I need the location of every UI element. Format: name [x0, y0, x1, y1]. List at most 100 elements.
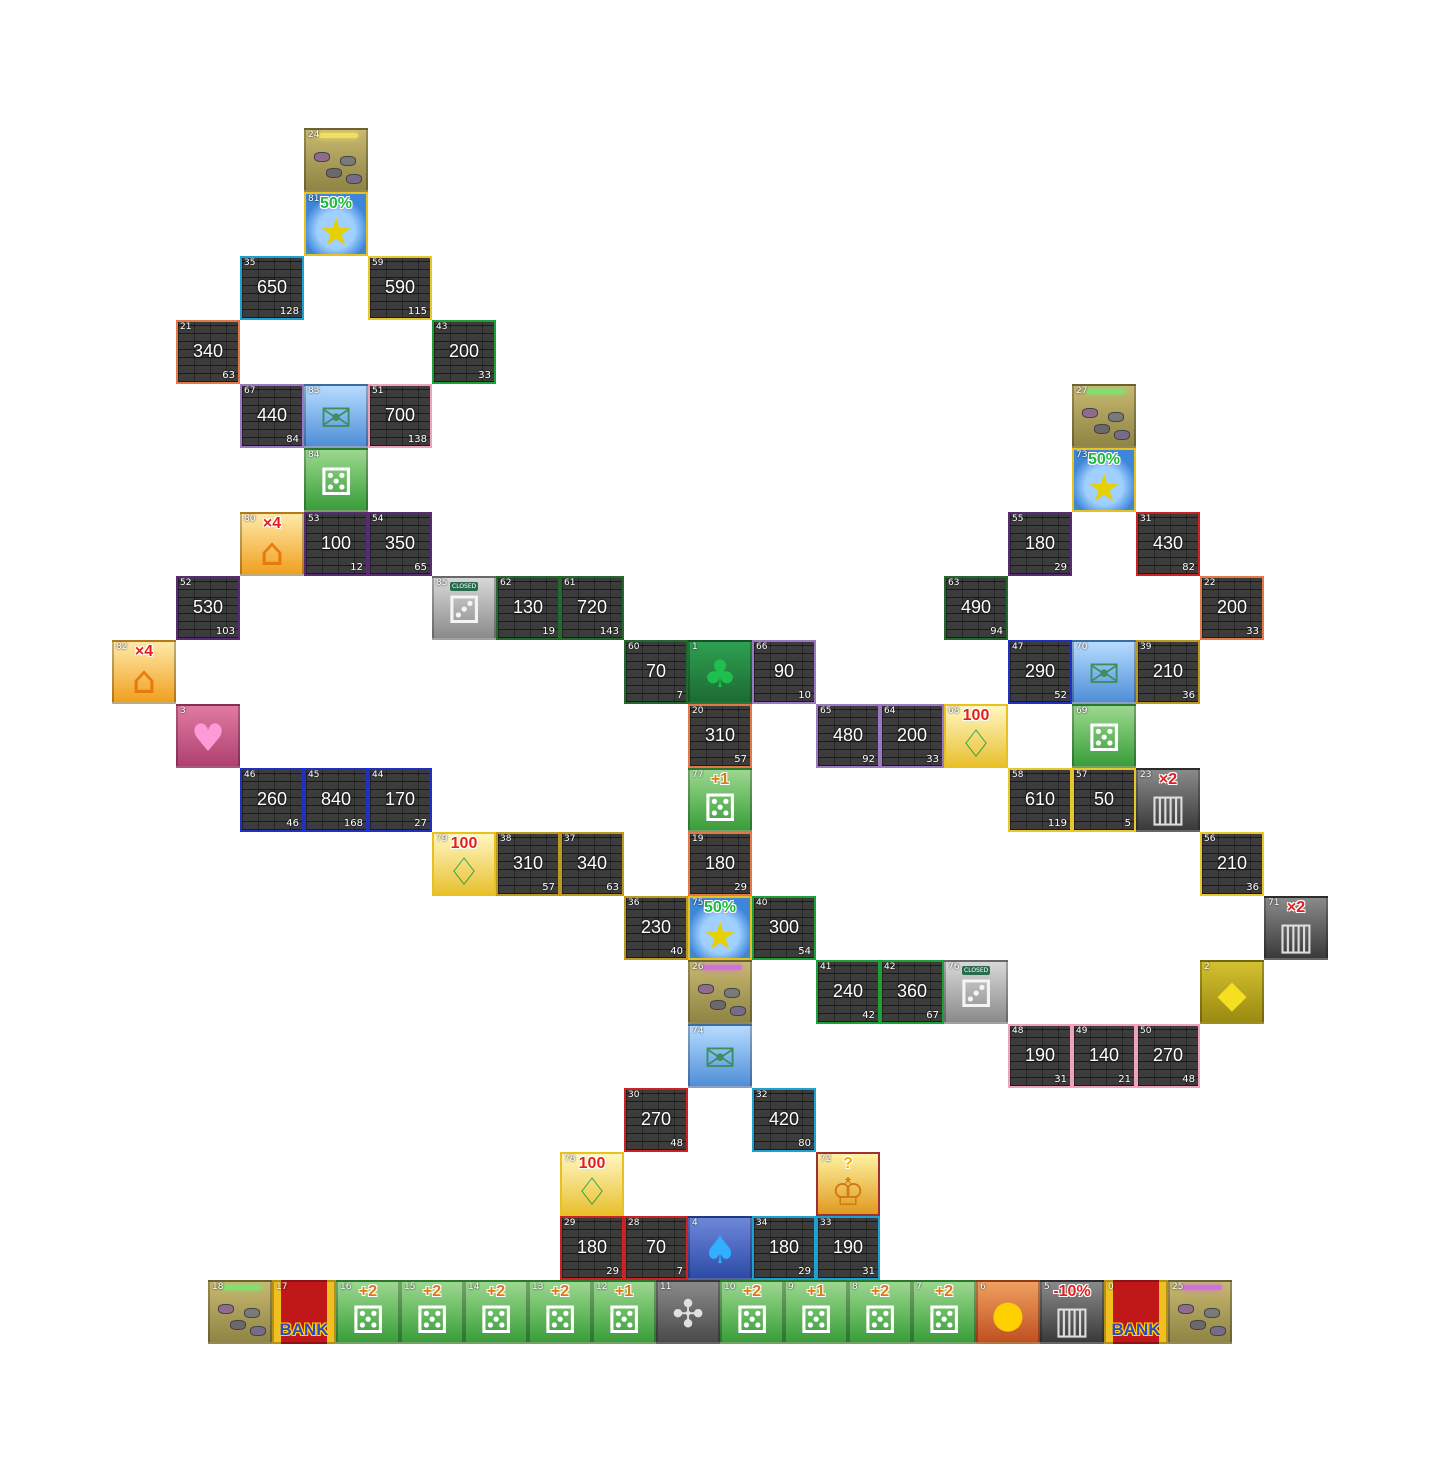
question-tile[interactable]: 72♔? [816, 1152, 880, 1216]
property-price: 170 [384, 789, 416, 809]
heart-suit-tile[interactable]: 3♥ [176, 704, 240, 768]
sun-tile[interactable]: 6● [976, 1280, 1040, 1344]
card-tile[interactable]: 83✉ [304, 384, 368, 448]
tile-index: 84 [308, 450, 320, 460]
dice-tile[interactable]: 13⚄+2 [528, 1280, 592, 1344]
bonus-badge: +2 [550, 1283, 570, 1300]
card-tile[interactable]: 70✉ [1072, 640, 1136, 704]
dice-tile[interactable]: 16⚄+2 [336, 1280, 400, 1344]
property-toll: 29 [1054, 562, 1067, 573]
warp-tile[interactable]: 25 [1168, 1280, 1232, 1344]
stepping-stone [250, 1326, 266, 1336]
warp-gate [222, 1285, 262, 1290]
warp-tile[interactable]: 24 [304, 128, 368, 192]
star-bonus-tile[interactable]: 75★50% [688, 896, 752, 960]
dice-tile[interactable]: 69⚄ [1072, 704, 1136, 768]
diamond-suit-tile[interactable]: 2◆ [1200, 960, 1264, 1024]
tile-index: 15 [404, 1282, 416, 1292]
dice-tile[interactable]: 15⚄+2 [400, 1280, 464, 1344]
card-tile[interactable]: 74✉ [688, 1024, 752, 1088]
tile-index: 38 [500, 834, 512, 844]
dice-tile[interactable]: 84⚄ [304, 448, 368, 512]
gold-bonus-tile[interactable]: 68♢100 [944, 704, 1008, 768]
warp-tile[interactable]: 27 [1072, 384, 1136, 448]
house-multiplier-tile[interactable]: 82⌂×4 [112, 640, 176, 704]
dice-tile[interactable]: 9⚄+1 [784, 1280, 848, 1344]
city-multiplier-tile[interactable]: 71▥×2 [1264, 896, 1328, 960]
dice-tile[interactable]: 77⚄+1 [688, 768, 752, 832]
closed-shop-tile[interactable]: 85⚂CLOSED [432, 576, 496, 640]
dice-tile[interactable]: 7⚄+2 [912, 1280, 976, 1344]
warp-tile[interactable]: 26 [688, 960, 752, 1024]
star-icon: ★ [702, 914, 738, 958]
dice-icon: ⚄ [1087, 716, 1121, 760]
club-suit-tile[interactable]: 1♣ [688, 640, 752, 704]
city-multiplier-tile[interactable]: 5▥-10% [1040, 1280, 1104, 1344]
gold-bonus-tile[interactable]: 78♢100 [560, 1152, 624, 1216]
warp-tile[interactable]: 18 [208, 1280, 272, 1344]
property-toll: 29 [606, 1266, 619, 1277]
dice-tile[interactable]: 8⚄+2 [848, 1280, 912, 1344]
star-bonus-tile[interactable]: 73★50% [1072, 448, 1136, 512]
closed-shop-tile[interactable]: 76⚂CLOSED [944, 960, 1008, 1024]
card-icon: ✉ [704, 1036, 736, 1080]
crossroads-tile[interactable]: 11✣ [656, 1280, 720, 1344]
dice-tile[interactable]: 10⚄+2 [720, 1280, 784, 1344]
property-toll: 33 [926, 754, 939, 765]
city-multiplier-tile[interactable]: 23▥×2 [1136, 768, 1200, 832]
dice-tile[interactable]: 14⚄+2 [464, 1280, 528, 1344]
house-multiplier-tile[interactable]: 80⌂×4 [240, 512, 304, 576]
gold-bonus-tile[interactable]: 79♢100 [432, 832, 496, 896]
star-bonus-tile[interactable]: 81★50% [304, 192, 368, 256]
spade-suit-tile[interactable]: 4♠ [688, 1216, 752, 1280]
bonus-badge: 50% [1087, 451, 1121, 468]
dice-tile[interactable]: 12⚄+1 [592, 1280, 656, 1344]
